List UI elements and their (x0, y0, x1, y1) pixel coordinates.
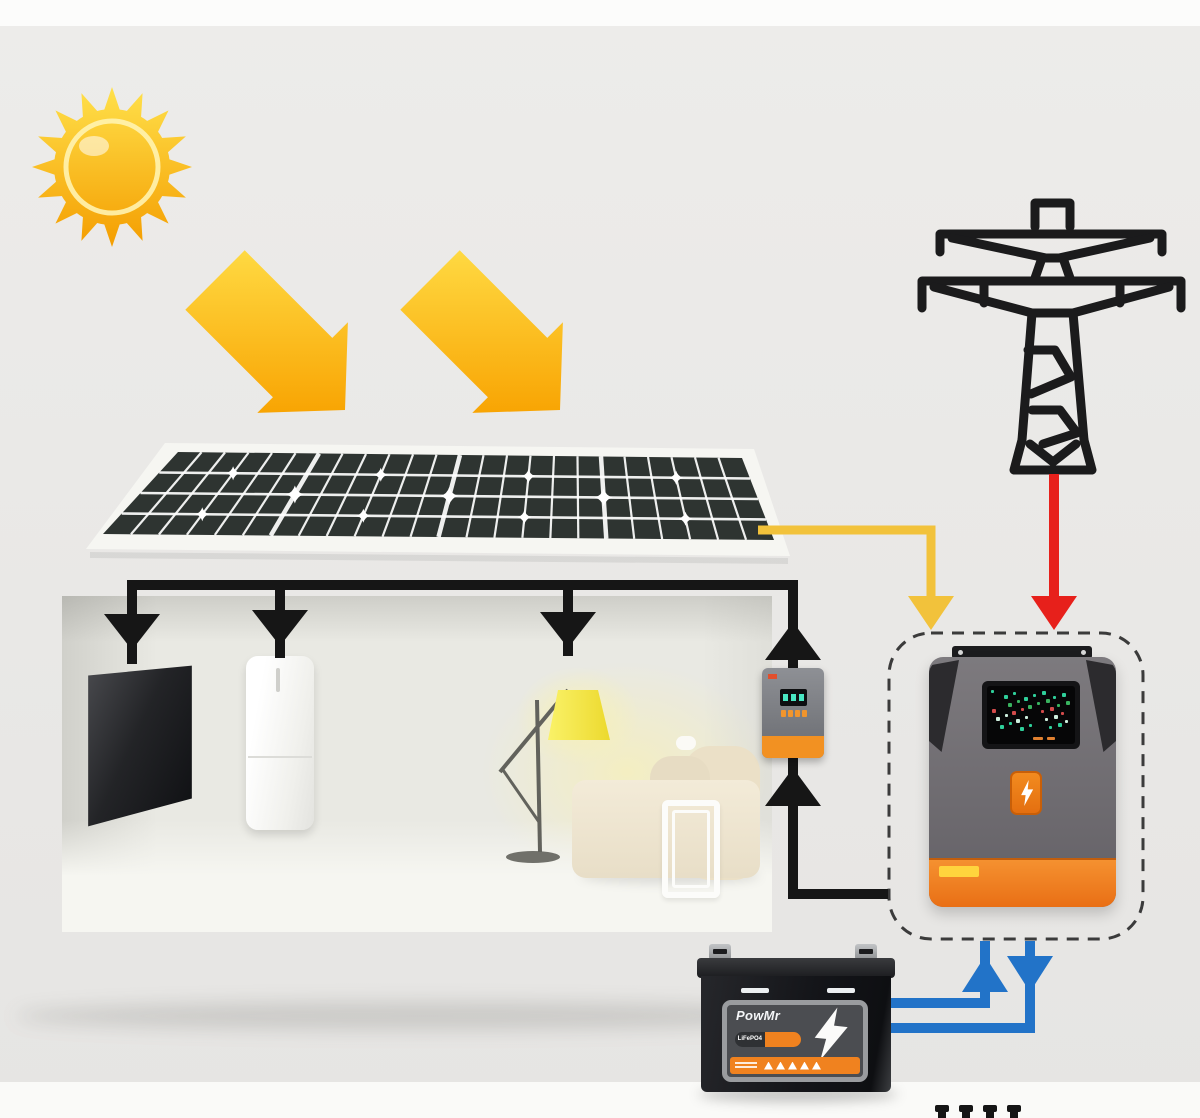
inverter-display-dots (987, 686, 1075, 744)
refrigerator-door-seam (248, 756, 312, 758)
inverter-display (982, 681, 1080, 749)
controller-display (780, 689, 807, 706)
controller-logo (768, 674, 777, 679)
controller-orange-band (762, 736, 824, 758)
battery-lid (697, 958, 895, 978)
lightning-bolt-icon (1021, 780, 1034, 806)
display-segment (791, 694, 796, 701)
solar-panel-grid-lines (121, 451, 767, 541)
pv-connector-plug (983, 1105, 997, 1118)
battery-warning-strip (730, 1057, 860, 1074)
tv (88, 665, 192, 827)
battery-wire-arrowheads (962, 956, 1053, 992)
sun-icon (32, 87, 192, 247)
solar-panel-sparkles (195, 466, 693, 526)
battery-wires-blue (888, 941, 1035, 1033)
inverter-right-heatsink (1086, 660, 1116, 752)
warning-sticker (939, 866, 979, 877)
warning-triangle-icon (776, 1061, 785, 1070)
side-table-lantern (662, 800, 720, 898)
room-ceiling-shading (62, 596, 772, 642)
pv-connector-plug (935, 1105, 949, 1118)
battery-vent-slot (741, 988, 769, 993)
sofa-cushion-roll (676, 736, 696, 750)
bracket-screw-icon (1081, 650, 1086, 655)
strip-fine-print (735, 1061, 757, 1070)
inverter (929, 657, 1116, 1118)
warning-triangle-icon (788, 1061, 797, 1070)
warning-triangle-icon (812, 1061, 821, 1070)
display-status-dash (1033, 737, 1043, 740)
bracket-screw-icon (958, 650, 963, 655)
lightning-bolt-icon (810, 1005, 851, 1062)
side-table-lantern-frame (672, 810, 710, 888)
display-segment (799, 694, 804, 701)
refrigerator (246, 656, 314, 830)
top-margin-band (0, 0, 1200, 26)
pv-connector-plug (959, 1105, 973, 1118)
transmission-tower-icon (917, 198, 1186, 475)
refrigerator-handle (276, 668, 280, 692)
grid-wire-red (1031, 474, 1077, 630)
charge-controller (762, 668, 824, 758)
display-segment (783, 694, 788, 701)
controller-buttons (781, 710, 807, 717)
battery-chemistry: LiFePO4 (735, 1032, 765, 1047)
warning-triangle-icon (800, 1061, 809, 1070)
battery-brand: PowMr (736, 1008, 781, 1023)
inverter-logo-badge (1010, 771, 1042, 815)
bottom-margin-band (0, 1082, 1200, 1118)
battery-vent-slot (827, 988, 855, 993)
battery-terminal (709, 944, 731, 960)
display-status-dash (1047, 737, 1055, 740)
battery-terminal (855, 944, 877, 960)
warning-triangle-icon (764, 1061, 773, 1070)
inverter-left-heatsink (929, 660, 959, 752)
pv-connector-plug (1007, 1105, 1021, 1118)
solar-panel-cells (103, 452, 774, 540)
battery-spec-orange (764, 1032, 801, 1047)
sunlight-arrow-icon (185, 250, 563, 413)
battery-label: PowMr LiFePO4 (722, 1000, 868, 1082)
battery-spec-pill: LiFePO4 (735, 1032, 801, 1047)
inverter-orange-section (929, 858, 1116, 1118)
house-ground-shadow (16, 1002, 828, 1030)
